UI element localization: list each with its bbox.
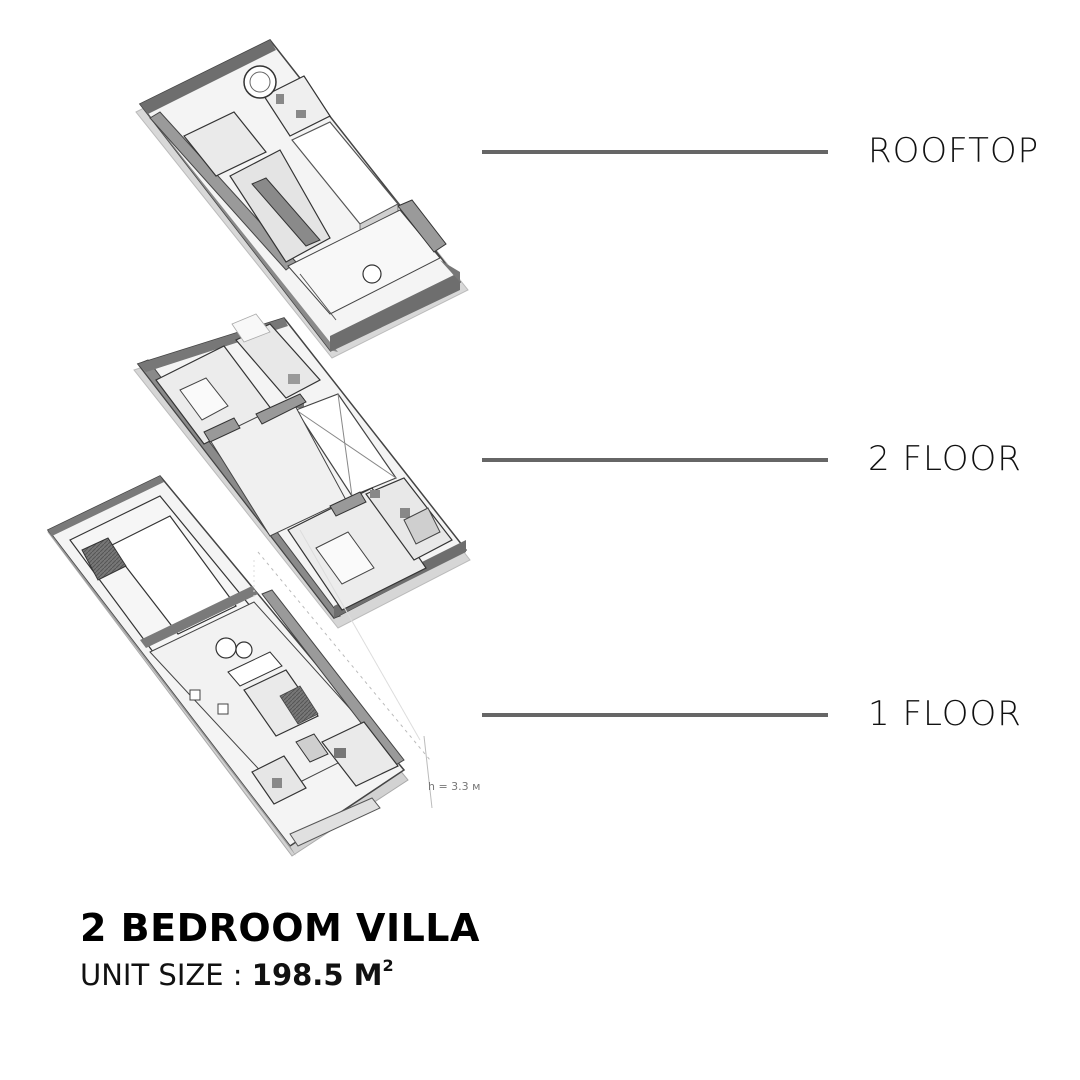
rooftop-label: ROOFTOP — [868, 131, 1040, 171]
rooftop-plan — [135, 39, 469, 359]
second-floor-plan — [133, 313, 471, 629]
unit-size: UNIT SIZE : 198.5 M2 — [80, 956, 394, 992]
villa-title: 2 BEDROOM VILLA — [80, 906, 480, 950]
unit-size-superscript: 2 — [382, 956, 394, 975]
unit-size-label: UNIT SIZE : — [80, 958, 252, 992]
second-floor-label: 2 FLOOR — [868, 439, 1022, 479]
first-floor-leader-line — [482, 713, 828, 717]
first-floor-label: 1 FLOOR — [868, 694, 1022, 734]
unit-size-value: 198.5 M — [251, 958, 383, 992]
first-floor-plan: h = 3.3 м — [46, 475, 480, 857]
rooftop-leader-line — [482, 150, 828, 154]
second-floor-leader-line — [482, 458, 828, 462]
height-annotation: h = 3.3 м — [428, 780, 480, 793]
